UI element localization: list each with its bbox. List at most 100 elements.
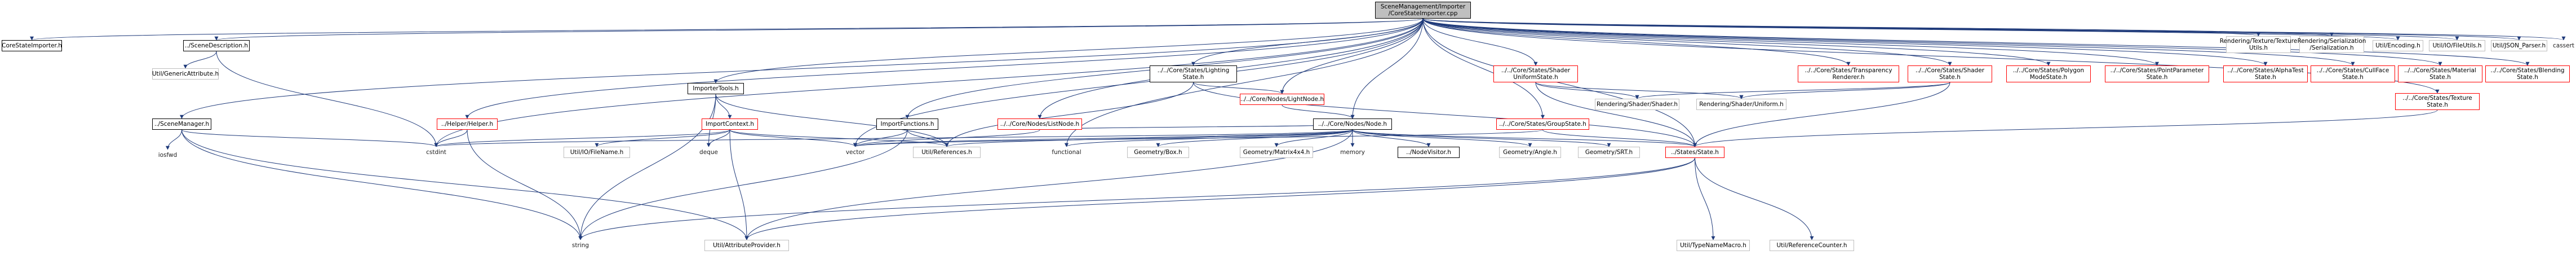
node-label-line: ../../Core/States/AlphaTest	[2227, 67, 2304, 74]
node-node-visitor-h[interactable]: ../NodeVisitor.h	[1398, 147, 1460, 158]
node-label-line: /CoreStateImporter.cpp	[1388, 10, 1458, 17]
node-import-functions-h[interactable]: ImportFunctions.h	[876, 118, 938, 130]
node-label-line: cstdint	[426, 149, 446, 156]
dependency-edge-node_h-to-geometry_box_h	[1156, 129, 1353, 147]
node-vector[interactable]: vector	[840, 147, 871, 158]
node-util-generic-attribute-h[interactable]: Util/GenericAttribute.h	[152, 68, 219, 80]
node-util-reference-counter-h[interactable]: Util/ReferenceCounter.h	[1770, 240, 1854, 251]
node-list-node-h[interactable]: ../../Core/Nodes/ListNode.h	[997, 118, 1082, 130]
dependency-edge-node_h-to-util_attribute_provider_h	[744, 129, 1353, 240]
node-label-line: iosfwd	[158, 152, 178, 159]
node-scene-description-h[interactable]: ../SceneDescription.h	[183, 40, 250, 51]
dependency-edge-scene_manager_h-to-cstdint	[181, 129, 438, 147]
node-rendering-shader-shader-h[interactable]: Rendering/Shader/Shader.h	[1595, 99, 1679, 110]
node-label-line: cassert	[2552, 42, 2575, 49]
node-iosfwd[interactable]: iosfwd	[152, 150, 183, 161]
node-label-line: CoreStateImporter.h	[2, 42, 62, 49]
node-cstdint[interactable]: cstdint	[420, 147, 453, 158]
dependency-edge-importer_tools_h-to-import_context_h	[715, 94, 732, 119]
dependency-edge-node_h-to-geometry_srt_h	[1352, 129, 1611, 147]
node-geometry-matrix4x4-h[interactable]: Geometry/Matrix4x4.h	[1240, 147, 1313, 158]
node-label-line: Rendering/Shader/Uniform.h	[1699, 101, 1784, 108]
node-label-line: ImporterTools.h	[693, 85, 739, 92]
dependency-edge-node_h-to-cstdint	[434, 129, 1353, 147]
node-label-line: Util/References.h	[921, 149, 972, 156]
node-helper-h[interactable]: ../Helper/Helper.h	[437, 118, 498, 130]
node-string[interactable]: string	[564, 240, 597, 251]
node-geometry-srt-h[interactable]: Geometry/SRT.h	[1578, 147, 1640, 158]
node-light-node-h[interactable]: ../../Core/Nodes/LightNode.h	[1240, 94, 1324, 105]
dependency-edge-root-to-core_state_importer_h	[30, 18, 1424, 41]
dependency-edge-texture_state_h-to-states_state_h	[1693, 109, 2438, 147]
node-node-h[interactable]: ../../Core/Nodes/Node.h	[1313, 118, 1392, 130]
dependency-edge-list_node_h-to-node_h	[1039, 124, 1354, 130]
node-rendering-serialization-h[interactable]: Rendering/Serialization/Serialization.h	[2298, 36, 2366, 53]
node-deque[interactable]: deque	[693, 147, 724, 158]
node-util-references-h[interactable]: Util/References.h	[913, 147, 981, 158]
node-label-line: deque	[699, 149, 718, 156]
node-label-line: ../../Core/Nodes/Node.h	[1318, 121, 1387, 128]
node-geometry-box-h[interactable]: Geometry/Box.h	[1127, 147, 1189, 158]
dependency-edge-node_h-to-vector	[853, 129, 1353, 147]
dependency-edge-group_state_h-to-vector	[853, 129, 1543, 147]
node-label-line: State.h	[2342, 74, 2364, 81]
node-functional[interactable]: functional	[1045, 147, 1088, 158]
dependency-edge-lighting_state_h-to-light_node_h	[1193, 82, 1284, 94]
node-root[interactable]: SceneManagement/Importer/CoreStateImport…	[1375, 2, 1471, 19]
node-label-line: State.h	[2427, 102, 2448, 108]
node-label-line: Geometry/Angle.h	[1503, 149, 1557, 156]
node-label-line: functional	[1052, 149, 1081, 156]
node-label-line: ../States/State.h	[1671, 149, 1719, 156]
node-label-line: ../../Core/States/GroupState.h	[1499, 121, 1586, 128]
node-label-line: ModeState.h	[2029, 74, 2068, 81]
node-geometry-angle-h[interactable]: Geometry/Angle.h	[1499, 147, 1561, 158]
dependency-edge-scene_description_h-to-cstdint	[216, 51, 438, 147]
node-scene-manager-h[interactable]: ../SceneManager.h	[152, 118, 211, 130]
dependency-edge-lighting_state_h-to-util_references_h	[945, 82, 1194, 147]
dependency-edge-import_context_h-to-cstdint	[434, 129, 730, 147]
node-label-line: ../../Core/States/Polygon	[2012, 67, 2085, 74]
dependency-edge-node_h-to-geometry_matrix4x4_h	[1274, 129, 1353, 147]
node-memory[interactable]: memory	[1336, 147, 1369, 158]
dependency-edge-node_h-to-node_visitor_h	[1352, 129, 1431, 147]
node-util-io-fileutils-h[interactable]: Util/IO/FileUtils.h	[2429, 40, 2485, 51]
node-label-line: Util/GenericAttribute.h	[152, 71, 219, 77]
node-util-io-filename-h[interactable]: Util/IO/FileName.h	[564, 147, 630, 158]
node-label-line: string	[571, 242, 589, 249]
node-util-encoding-h[interactable]: Util/Encoding.h	[2373, 40, 2423, 51]
node-label-line: ../../Core/States/Shader	[1915, 67, 1985, 74]
node-util-json-parser-h[interactable]: Util/JSON_Parser.h	[2491, 40, 2547, 51]
node-label-line: Util/IO/FileName.h	[570, 149, 624, 156]
node-label-line: Geometry/SRT.h	[1585, 149, 1633, 156]
dependency-edge-shader_state_h-to-states_state_h	[1693, 82, 1950, 147]
node-util-attribute-provider-h[interactable]: Util/AttributeProvider.h	[704, 240, 789, 251]
dependency-edge-import_functions_h-to-string	[578, 129, 908, 240]
dependency-edge-root-to-states_state_h	[1422, 18, 1697, 147]
node-label-line: Util/ReferenceCounter.h	[1776, 242, 1847, 249]
node-states-state-h[interactable]: ../States/State.h	[1665, 147, 1724, 158]
dependency-edge-root-to-node_h	[1350, 18, 1424, 119]
node-label-line: Geometry/Box.h	[1134, 149, 1182, 156]
node-core-state-importer-h[interactable]: CoreStateImporter.h	[2, 40, 62, 51]
node-importer-tools-h[interactable]: ImporterTools.h	[688, 83, 744, 94]
node-group-state-h[interactable]: ../../Core/States/GroupState.h	[1496, 118, 1589, 130]
node-cassert[interactable]: cassert	[2553, 40, 2574, 51]
node-label-line: ../SceneDescription.h	[184, 42, 249, 49]
node-import-context-h[interactable]: ImportContext.h	[702, 118, 758, 130]
node-rendering-shader-uniform-h[interactable]: Rendering/Shader/Uniform.h	[1696, 99, 1786, 110]
dependency-edge-states_state_h-to-util_type_name_macro_h	[1695, 157, 1715, 240]
node-label-line: Util/TypeNameMacro.h	[1680, 242, 1746, 249]
node-util-type-name-macro-h[interactable]: Util/TypeNameMacro.h	[1677, 240, 1750, 251]
